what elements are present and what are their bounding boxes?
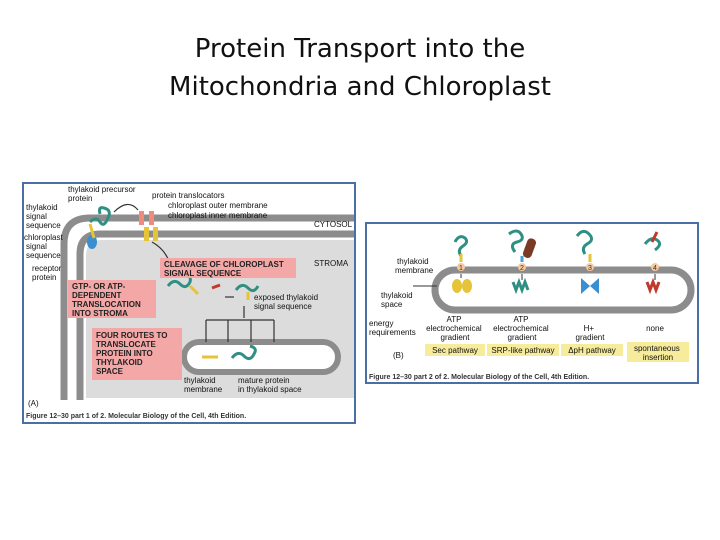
sec-translocator-left: [452, 279, 462, 293]
precursor-protein-coil: [88, 206, 111, 226]
route-number-1: 1: [457, 263, 465, 272]
stroma-label: STROMA: [314, 259, 349, 268]
spontaneous-box: [627, 342, 689, 362]
dph-pathway-label: ΔpH pathway: [568, 346, 616, 355]
cleavage-box: [160, 258, 296, 278]
cleavage-text: CLEAVAGE OF CHLOROPLAST SIGNAL SEQUENCE: [164, 260, 286, 278]
figure-a-caption: Figure 12–30 part 1 of 2. Molecular Biol…: [26, 413, 246, 420]
mature-label: mature protein in thylakoid space: [238, 376, 302, 394]
slide-title-line-1: Protein Transport into the: [194, 34, 526, 64]
arrow-to-translocator: [113, 203, 139, 213]
panel-a-label: (A): [28, 399, 39, 408]
energy-route-3: H+ gradient: [576, 324, 606, 342]
panel-b-label: (B): [393, 351, 404, 360]
energy-route-2: ATP electrochemical gradient: [493, 315, 551, 342]
thylakoid-membrane-label-b: thylakoid membrane: [395, 257, 434, 275]
sec-translocator-right: [462, 279, 472, 293]
tat-translocator-right: [590, 278, 599, 294]
route-2-protein: [508, 229, 524, 253]
inner-membrane-label: chloroplast inner membrane: [168, 211, 268, 220]
energy-route-1: ATP electrochemical gradient: [426, 315, 484, 342]
figure-a: thylakoid precursor protein thylakoid si…: [22, 182, 356, 424]
slide-title: Protein Transport into the Mitochondria …: [0, 30, 720, 106]
exposed-protein-coil: [234, 283, 260, 293]
svg-text:2: 2: [520, 265, 524, 272]
receptor-protein-shape: [87, 235, 97, 249]
gtp-text: GTP- OR ATP- DEPENDENT TRANSLOCATION INT…: [72, 282, 143, 318]
energy-label: energy requirements: [369, 319, 416, 337]
thylakoid-signal-label: thylakoid signal sequence: [26, 203, 61, 230]
slide-title-line-2: Mitochondria and Chloroplast: [169, 72, 551, 102]
sec-pathway-label: Sec pathway: [432, 346, 478, 355]
gtp-box: [68, 280, 156, 318]
chloroplast-signal-label: chloroplast signal sequence: [24, 233, 65, 260]
cytosol-label: CYTOSOL: [314, 220, 353, 229]
precursor-label: thylakoid precursor protein: [68, 185, 138, 203]
tat-translocator-left: [581, 278, 590, 294]
svg-text:1: 1: [459, 265, 463, 272]
figure-a-diagram: thylakoid precursor protein thylakoid si…: [22, 182, 356, 424]
stroma-protein-signal: [188, 284, 200, 296]
precursor-signal: [88, 223, 96, 239]
figure-b-diagram: 1 2 3 4 thylakoid membrane thylakoid spa…: [365, 222, 699, 384]
mature-protein-coil: [230, 344, 257, 361]
srp-pathway-box: [487, 344, 559, 356]
figure-b: 1 2 3 4 thylakoid membrane thylakoid spa…: [365, 222, 699, 384]
thylakoid-membrane-shape: [181, 339, 341, 375]
outer-membrane-label: chloroplast outer membrane: [168, 201, 268, 210]
inner-membrane: [76, 230, 354, 400]
sec-pathway-box: [425, 344, 485, 356]
thylakoid-membrane-b: [431, 266, 695, 314]
thylakoid-membrane-label-a: thylakoid membrane: [184, 376, 223, 394]
outer-translocator-left: [139, 211, 144, 225]
routes-box: [92, 328, 182, 380]
thylakoid-space-label: thylakoid space: [381, 291, 415, 309]
route-1-protein: [453, 235, 469, 257]
inner-translocator-left: [144, 227, 149, 241]
inner-translocator-right: [153, 227, 158, 241]
spontaneous-label: spontaneous insertion: [634, 344, 682, 362]
route-4-protein: [643, 237, 662, 252]
exposed-label: exposed thylakoid signal sequence: [254, 293, 320, 311]
outer-membrane: [60, 214, 354, 400]
route-4-membrane-protein: [645, 277, 661, 295]
cleaved-signal: [211, 283, 221, 290]
route-2-membrane-protein: [511, 277, 530, 295]
dph-pathway-box: [561, 344, 623, 356]
outer-translocator-right: [149, 211, 154, 225]
receptor-label: receptor protein: [32, 264, 64, 282]
svg-text:4: 4: [653, 265, 657, 272]
route-4-signal: [650, 231, 659, 243]
route-3-protein: [575, 229, 594, 255]
translocators-label: protein translocators: [152, 191, 224, 200]
routes-text: FOUR ROUTES TO TRANSLOCATE PROTEIN INTO …: [96, 331, 170, 376]
route-number-3: 3: [586, 263, 594, 272]
svg-text:3: 3: [588, 265, 592, 272]
figure-b-caption: Figure 12–30 part 2 of 2. Molecular Biol…: [369, 374, 589, 381]
route-number-4: 4: [651, 263, 659, 272]
srp-pathway-label: SRP-like pathway: [491, 346, 554, 355]
route-number-2: 2: [518, 263, 526, 272]
energy-route-4: none: [646, 324, 664, 333]
srp-particle: [522, 238, 536, 258]
